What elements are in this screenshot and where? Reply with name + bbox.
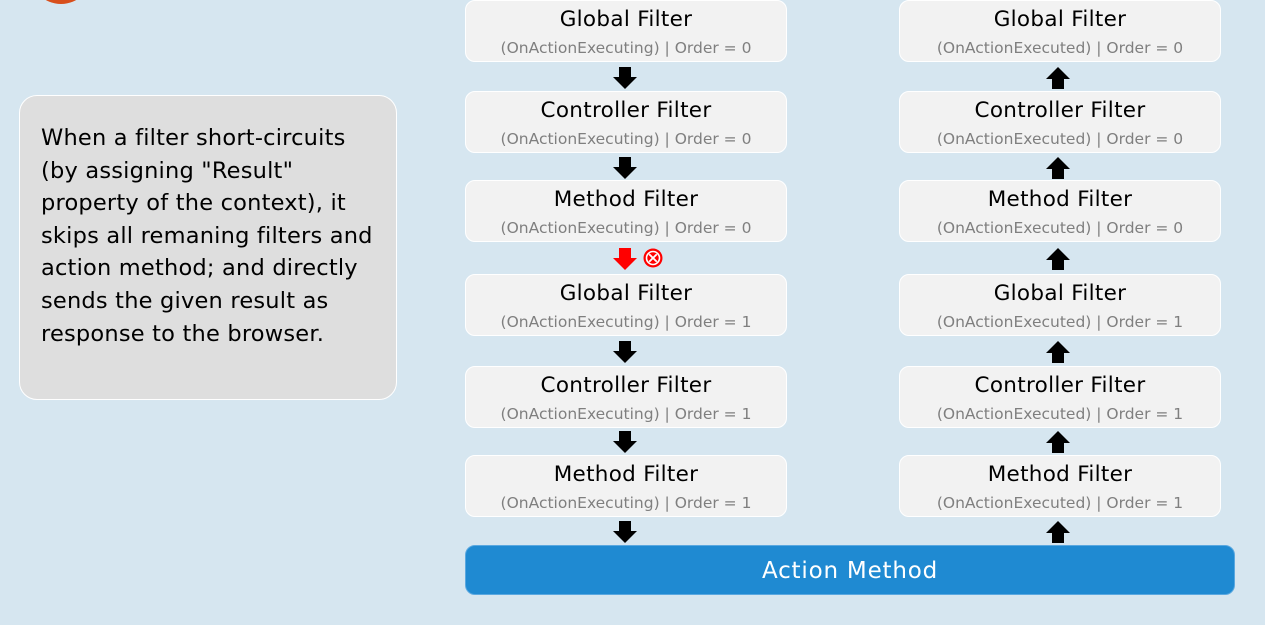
- arrow-down-icon: [613, 521, 637, 543]
- executed-filter-box: Controller Filter (OnActionExecuted) | Or…: [899, 366, 1221, 428]
- filter-title: Global Filter: [559, 281, 693, 306]
- filter-title: Controller Filter: [540, 98, 712, 123]
- filter-subtitle: (OnActionExecuting) | Order = 1: [500, 313, 752, 331]
- arrow-up-icon: [1046, 521, 1070, 543]
- executing-filter-box: Global Filter (OnActionExecuting) | Order…: [465, 0, 787, 62]
- filter-title: Method Filter: [987, 187, 1133, 212]
- executed-filter-box: Method Filter (OnActionExecuted) | Order …: [899, 455, 1221, 517]
- filter-subtitle: (OnActionExecuted) | Order = 0: [936, 130, 1184, 148]
- logo: [30, 0, 92, 4]
- executed-filter-box: Method Filter (OnActionExecuted) | Order …: [899, 180, 1221, 242]
- filter-title: Global Filter: [559, 7, 693, 32]
- filter-subtitle: (OnActionExecuting) | Order = 1: [500, 405, 752, 423]
- filter-subtitle: (OnActionExecuted) | Order = 0: [936, 39, 1184, 57]
- executed-filter-box: Controller Filter (OnActionExecuted) | Or…: [899, 91, 1221, 153]
- short-circuit-arrow-down-icon: [613, 248, 637, 270]
- arrow-up-icon: [1046, 248, 1070, 270]
- filter-title: Controller Filter: [974, 98, 1146, 123]
- filter-subtitle: (OnActionExecuted) | Order = 1: [936, 313, 1184, 331]
- executed-filter-box: Global Filter (OnActionExecuted) | Order …: [899, 274, 1221, 336]
- short-circuit-note: When a filter short-circuits (by assigni…: [19, 95, 397, 400]
- action-method-label: Action Method: [761, 558, 938, 584]
- executing-filter-box: Controller Filter (OnActionExecuting) | O…: [465, 366, 787, 428]
- arrow-down-icon: [613, 341, 637, 363]
- filter-title: Method Filter: [553, 187, 699, 212]
- filter-subtitle: (OnActionExecuted) | Order = 0: [936, 219, 1184, 237]
- filter-subtitle: (OnActionExecuting) | Order = 0: [500, 219, 752, 237]
- filter-title: Controller Filter: [974, 373, 1146, 398]
- filter-title: Global Filter: [993, 7, 1127, 32]
- filter-title: Method Filter: [553, 462, 699, 487]
- filter-subtitle: (OnActionExecuted) | Order = 1: [936, 405, 1184, 423]
- filter-subtitle: (OnActionExecuting) | Order = 0: [500, 39, 752, 57]
- arrow-up-icon: [1046, 67, 1070, 89]
- short-circuit-note-text: When a filter short-circuits (by assigni…: [41, 125, 373, 347]
- stop-icon: [643, 248, 663, 268]
- executing-filter-box: Method Filter (OnActionExecuting) | Order…: [465, 180, 787, 242]
- filter-title: Controller Filter: [540, 373, 712, 398]
- filter-title: Global Filter: [993, 281, 1127, 306]
- arrow-down-icon: [613, 67, 637, 89]
- arrow-up-icon: [1046, 341, 1070, 363]
- arrow-up-icon: [1046, 157, 1070, 179]
- filter-subtitle: (OnActionExecuting) | Order = 1: [500, 494, 752, 512]
- executing-filter-box: Method Filter (OnActionExecuting) | Order…: [465, 455, 787, 517]
- executed-filter-box: Global Filter (OnActionExecuted) | Order …: [899, 0, 1221, 62]
- executing-filter-box: Controller Filter (OnActionExecuting) | O…: [465, 91, 787, 153]
- arrow-down-icon: [613, 157, 637, 179]
- executing-filter-box: Global Filter (OnActionExecuting) | Order…: [465, 274, 787, 336]
- filter-title: Method Filter: [987, 462, 1133, 487]
- action-method-box: Action Method: [465, 545, 1235, 595]
- arrow-up-icon: [1046, 431, 1070, 453]
- filter-subtitle: (OnActionExecuted) | Order = 1: [936, 494, 1184, 512]
- arrow-down-icon: [613, 431, 637, 453]
- filter-subtitle: (OnActionExecuting) | Order = 0: [500, 130, 752, 148]
